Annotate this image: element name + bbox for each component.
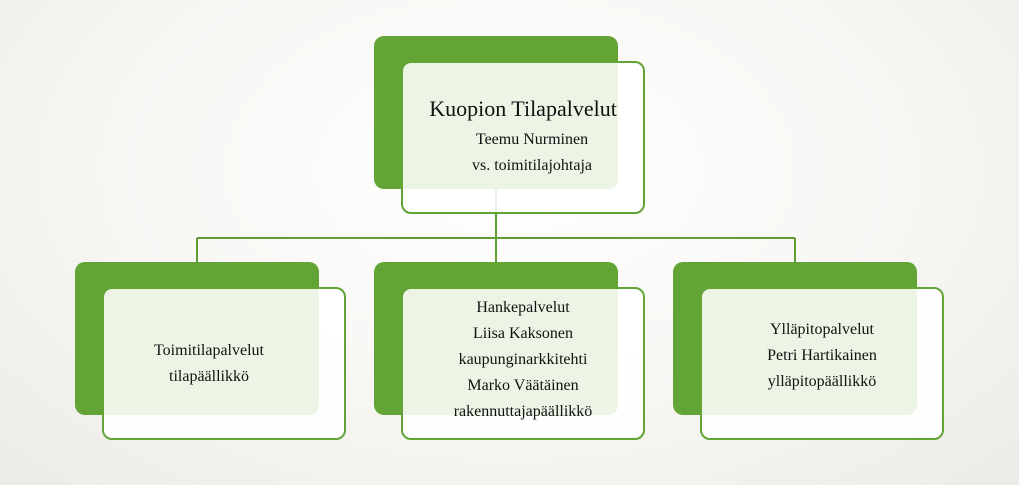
root-title: Kuopion Tilapalvelut [429, 95, 617, 121]
root-line-1: Teemu Nurminen [475, 130, 589, 148]
child-line: Marko Väätäinen [467, 377, 579, 394]
root-node-card: Kuopion Tilapalvelut Teemu Nurminen vs. … [401, 61, 645, 214]
child-node-card: Hankepalvelut Liisa Kaksonen kaupunginar… [401, 287, 645, 440]
child-line: Liisa Kaksonen [473, 325, 573, 342]
child-line: kaupunginarkkitehti [458, 351, 588, 368]
root-line-2: vs. toimitilajohtaja [472, 156, 592, 174]
child-line: ylläpitopäällikkö [767, 372, 877, 390]
child-line: Petri Hartikainen [767, 346, 877, 364]
child-line: Ylläpitopalvelut [770, 320, 874, 338]
child-line: tilapäällikkö [169, 367, 249, 385]
child-node-card: Ylläpitopalvelut Petri Hartikainen ylläp… [700, 287, 944, 440]
child-line: Hankepalvelut [476, 299, 570, 316]
child-line: rakennuttajapäällikkö [453, 403, 593, 420]
child-line: Toimitilapalvelut [154, 341, 264, 359]
child-node-card: Toimitilapalvelut tilapäällikkö [102, 287, 346, 440]
